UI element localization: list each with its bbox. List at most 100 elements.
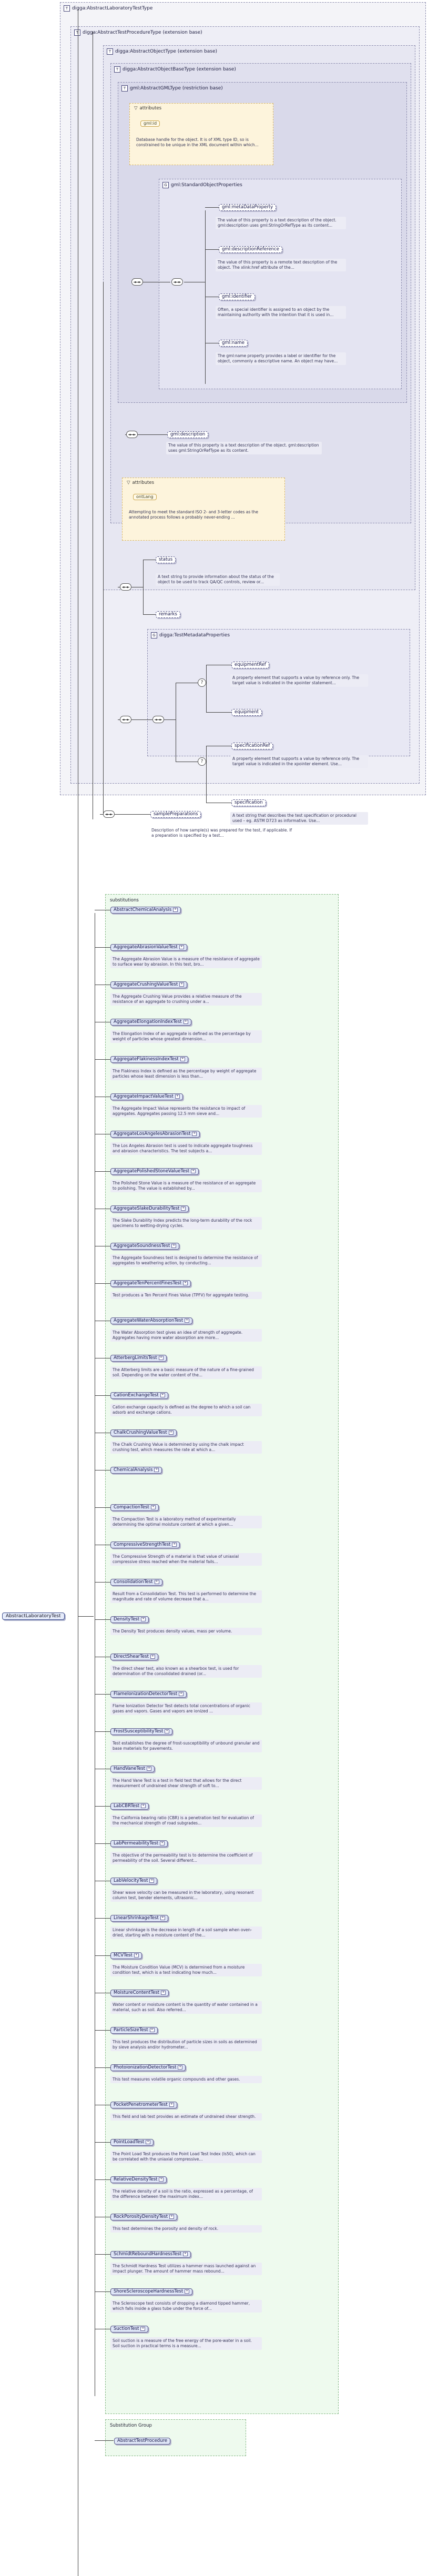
substitution-aggregatewaterabsorptiontest[interactable]: AggregateWaterAbsorptionTest+	[110, 1317, 193, 1324]
substitution-densitytest[interactable]: DensityTest+	[110, 1616, 149, 1623]
connector	[95, 1283, 110, 1284]
substitution-group-box: Substitution Group AbstractTestProcedure	[105, 2419, 246, 2456]
substitution-group-member[interactable]: AbstractTestProcedure	[114, 2438, 171, 2445]
substitution-compactiontest[interactable]: CompactionTest+	[110, 1504, 159, 1511]
substitution-doc: The Scleroscope test consists of droppin…	[110, 2300, 262, 2313]
substitution-pointloadtest[interactable]: PointLoadTest+	[110, 2139, 154, 2146]
element-gml-description[interactable]: gml:description	[167, 431, 209, 438]
attribute-gml-id[interactable]: gml:id	[140, 120, 160, 127]
element-equipmentref[interactable]: equipmentRef	[231, 662, 269, 668]
connector	[206, 665, 207, 712]
substitution-type-icon: +	[160, 1915, 165, 1920]
substitution-chemicalanalysis[interactable]: ChemicalAnalysis+	[110, 1467, 162, 1474]
substitution-schmidtreboundhardnesstest[interactable]: SchmidtReboundHardnessTest+	[110, 2251, 191, 2258]
attributes-box-gml: ▽attributes gml:id Database handle for t…	[129, 103, 273, 165]
element-remarks[interactable]: remarks	[156, 611, 180, 618]
substitution-doc: The objective of the permeability test i…	[110, 1852, 262, 1864]
attributes-box-ontlang: ▽attributes ontLang Attempting to meet t…	[122, 478, 285, 541]
connector	[95, 2254, 110, 2255]
substitution-aggregateabrasionvaluetest[interactable]: AggregateAbrasionValueTest+	[110, 944, 187, 951]
substitution-type-icon: +	[161, 1990, 166, 1995]
substitution-type-icon: +	[154, 1579, 159, 1584]
substitution-aggregateelongationindextest[interactable]: AggregateElongationIndexTest+	[110, 1019, 191, 1026]
attribute-ontlang-doc: Attempting to meet the standard ISO 2- a…	[129, 510, 258, 520]
substitution-aggregateimpactvaluetest[interactable]: AggregateImpactValueTest+	[110, 1093, 183, 1100]
substitution-type-icon: +	[185, 2289, 190, 2294]
substitution-consolidationtest[interactable]: ConsolidationTest+	[110, 1579, 162, 1586]
substitution-pocketpenetrometertest[interactable]: PocketPenetrometerTest+	[110, 2102, 177, 2108]
substitution-aggregatecrushingvaluetest[interactable]: AggregateCrushingValueTest+	[110, 981, 188, 988]
element-status[interactable]: status	[156, 556, 176, 563]
substitution-handvanetest[interactable]: HandVaneTest+	[110, 1766, 155, 1772]
substitution-doc: The Polished Stone Value is a measure of…	[110, 1180, 262, 1192]
substitutions-label: substitutions	[110, 898, 139, 903]
connector	[95, 1619, 110, 1620]
connector	[95, 1955, 110, 1956]
substitution-abstractchemicalanalysis[interactable]: AbstractChemicalAnalysis+	[110, 907, 181, 914]
element-equipment[interactable]: equipment	[231, 709, 262, 716]
attribute-ontlang[interactable]: ontLang	[133, 494, 157, 500]
substitution-frostsusceptibilitytest[interactable]: FrostSusceptibilityTest+	[110, 1728, 173, 1735]
element-specificationref[interactable]: specificationRef	[231, 743, 273, 749]
substitution-atterberglimitstest[interactable]: AtterbergLimitsTest+	[110, 1355, 167, 1362]
substitution-labcbrtest[interactable]: LabCBRTest+	[110, 1803, 149, 1810]
substitution-labpermeabilitytest[interactable]: LabPermeabilityTest+	[110, 1840, 168, 1847]
substitution-moisturecontenttest[interactable]: MoistureContentTest+	[110, 1990, 169, 1996]
substitution-chalkcrushingvaluetest[interactable]: ChalkCrushingValueTest+	[110, 1429, 177, 1436]
substitution-type-icon: +	[178, 2065, 183, 2070]
substitution-aggregatelosangelesabrasiontest[interactable]: AggregateLosAngelesAbrasionTest+	[110, 1131, 200, 1138]
substitution-type-icon: +	[149, 1878, 155, 1883]
substitution-type-icon: +	[191, 1169, 196, 1173]
substitution-suctiontest[interactable]: SuctionTest+	[110, 2326, 149, 2332]
element-gml-metadataproperty[interactable]: gml:metaDataProperty	[219, 204, 277, 211]
substitution-doc: Shear wave velocity can be measured in t…	[110, 1889, 262, 1902]
element-gml-name[interactable]: gml:name	[219, 340, 248, 347]
substitution-relativedensitytest[interactable]: RelativeDensityTest+	[110, 2176, 167, 2183]
substitution-doc: The Moisture Condition Value (MCV) is de…	[110, 1964, 262, 1976]
substitution-directsheartest[interactable]: DirectShearTest+	[110, 1654, 158, 1660]
substitution-aggregateslakedurabilitytest[interactable]: AggregateSlakeDurabilityTest+	[110, 1205, 189, 1212]
substitution-doc: Flame Ionization Detector Test detects t…	[110, 1702, 262, 1715]
element-sample-preparations[interactable]: samplePreparations	[150, 811, 201, 818]
element-gml-descriptionreference[interactable]: gml:descriptionReference	[219, 246, 282, 253]
substitution-cationexchangetest[interactable]: CationExchangeTest+	[110, 1392, 168, 1399]
choice-icon: ?	[198, 757, 206, 766]
connector	[95, 1806, 110, 1807]
substitution-aggregateflakinessindextest[interactable]: AggregateFlakinessIndexTest+	[110, 1056, 188, 1063]
substitution-aggregatepolishedstonevaluetest[interactable]: AggregatePolishedStoneValueTest+	[110, 1168, 199, 1175]
substitution-linearshrinkagetest[interactable]: LinearShrinkageTest+	[110, 1915, 168, 1922]
attributes-icon: ▽	[134, 106, 138, 111]
substitution-doc: The Flakiness Index is defined as the pe…	[110, 1068, 262, 1080]
substitution-type-icon: +	[141, 1617, 146, 1621]
substitution-particlesizetest[interactable]: ParticleSizeTest+	[110, 2027, 158, 2034]
substitution-shorescleroscopehardnesstest[interactable]: ShoreScleroscopeHardnessTest+	[110, 2288, 193, 2295]
substitution-doc: The Water Absorption test gives an idea …	[110, 1329, 262, 1342]
substitution-doc: This test produces the distribution of p…	[110, 2039, 262, 2051]
substitution-type-icon: +	[165, 1729, 170, 1733]
sequence-icon	[126, 431, 138, 438]
element-gml-identifier[interactable]: gml:identifier	[219, 293, 256, 300]
substitution-aggregatetenpercentfinestest[interactable]: AggregateTenPercentFinesTest+	[110, 1280, 191, 1287]
attribute-gml-id-doc: Database handle for the object. It is of…	[136, 137, 259, 147]
type-name: digga:AbstractObjectType (extension base…	[115, 49, 218, 54]
substitution-labvelocitytest[interactable]: LabVelocityTest+	[110, 1878, 158, 1884]
substitution-type-icon: +	[169, 2214, 175, 2219]
connector	[103, 282, 104, 814]
substitution-photoionizationdetectortest[interactable]: PhotoionizationDetectorTest+	[110, 2064, 186, 2071]
substitution-doc: The Aggregate Crushing Value provides a …	[110, 993, 262, 1006]
connector	[206, 712, 231, 713]
root-element[interactable]: AbstractLaboratoryTest	[2, 1612, 65, 1620]
substitution-aggregatesoundnesstest[interactable]: AggregateSoundnessTest+	[110, 1243, 180, 1250]
substitution-compressivestrengthtest[interactable]: CompressiveStrengthTest+	[110, 1541, 180, 1548]
substitution-flameionizationdetectortest[interactable]: FlameIonizationDetectorTest+	[110, 1691, 187, 1698]
type-icon: T	[114, 66, 120, 73]
substitution-doc: The Atterberg limits are a basic measure…	[110, 1366, 262, 1379]
substitution-mcvtest[interactable]: MCVTest+	[110, 1952, 142, 1959]
connector	[205, 210, 206, 384]
substitution-rockporositydensitytest[interactable]: RockPorosityDensityTest+	[110, 2214, 178, 2220]
element-specification[interactable]: specification	[231, 799, 266, 806]
substitution-type-icon: +	[158, 1355, 164, 1360]
